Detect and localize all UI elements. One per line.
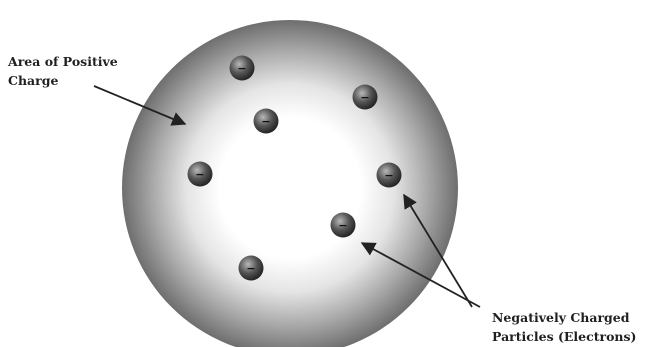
electron: − xyxy=(331,213,356,238)
positive-charge-sphere xyxy=(122,20,458,347)
electron: − xyxy=(353,85,378,110)
electrons-label: Negatively Charged Particles (Electrons) xyxy=(492,310,636,344)
electron: − xyxy=(239,256,264,281)
svg-text:Area of Positive: Area of Positive xyxy=(7,54,118,69)
electron: − xyxy=(377,163,402,188)
svg-text:−: − xyxy=(338,219,347,232)
svg-text:−: − xyxy=(360,91,369,104)
svg-text:−: − xyxy=(261,115,270,128)
electron: − xyxy=(188,162,213,187)
svg-text:Charge: Charge xyxy=(8,73,58,88)
svg-text:−: − xyxy=(384,169,393,182)
svg-text:Negatively Charged: Negatively Charged xyxy=(492,310,630,325)
svg-text:−: − xyxy=(195,168,204,181)
svg-text:−: − xyxy=(246,262,255,275)
electron: − xyxy=(230,56,255,81)
positive-area-label: Area of Positive Charge xyxy=(7,54,118,88)
svg-text:−: − xyxy=(237,62,246,75)
electron: − xyxy=(254,109,279,134)
svg-text:Particles (Electrons): Particles (Electrons) xyxy=(492,329,636,344)
